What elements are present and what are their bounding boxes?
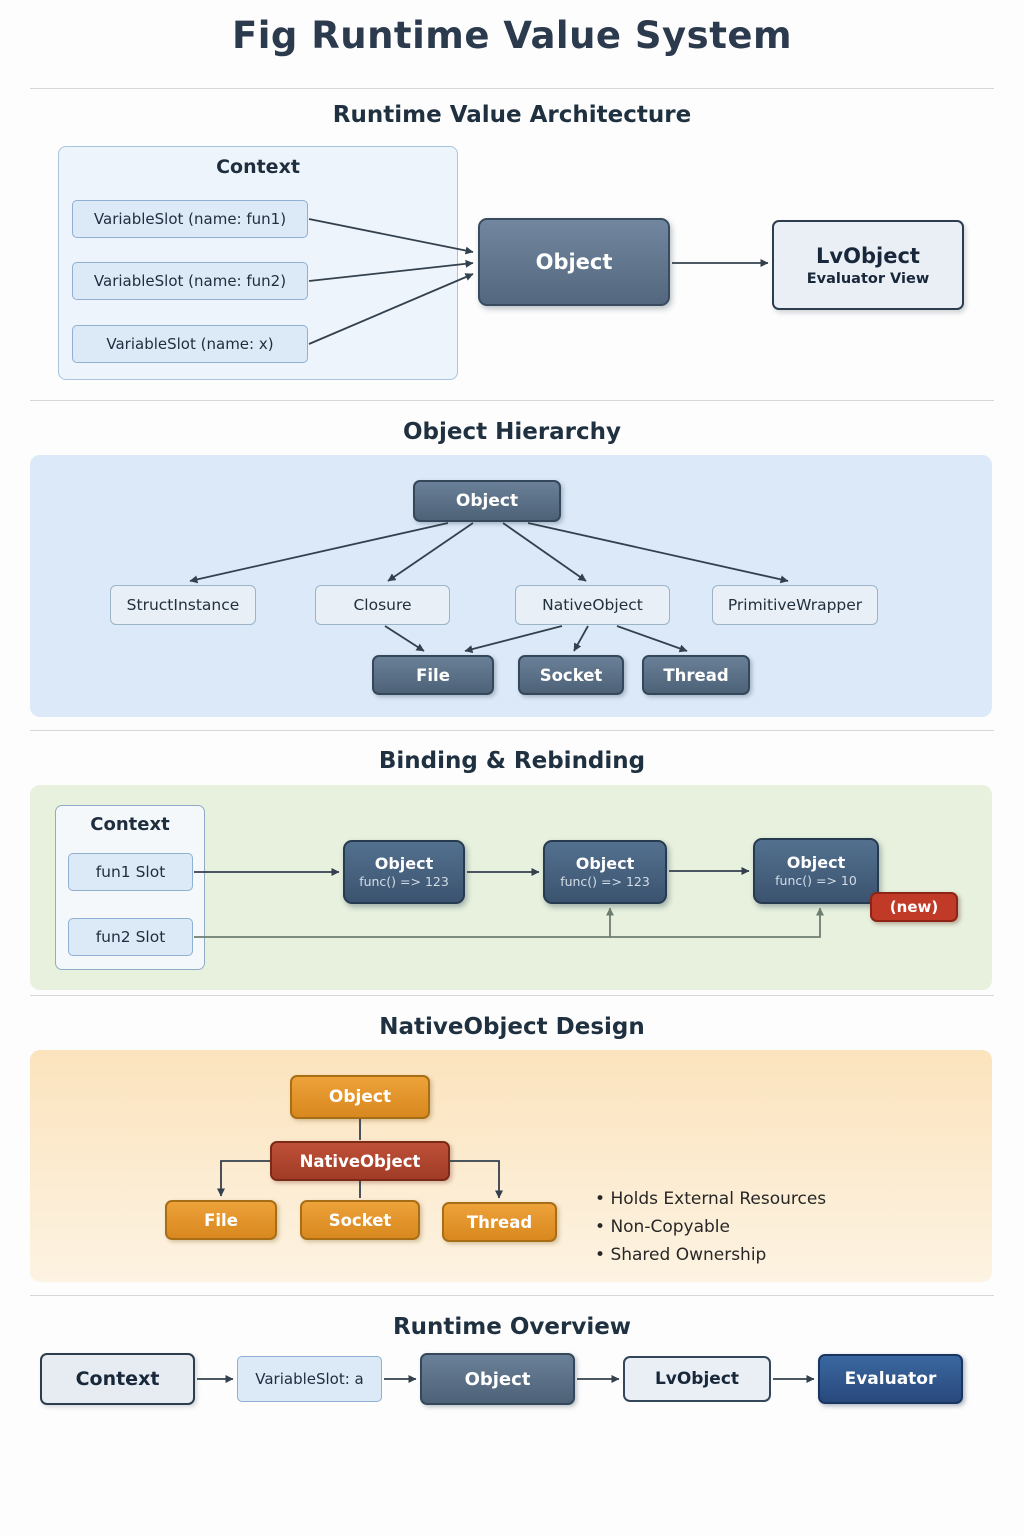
variableslot-x: VariableSlot (name: x) <box>72 325 308 363</box>
native-design-panel <box>30 1050 992 1282</box>
section-heading-native-design: NativeObject Design <box>379 1014 645 1040</box>
lvobject-sublabel: Evaluator View <box>806 270 930 287</box>
binding-object-3: Object func() => 10 <box>753 838 879 904</box>
binding-object-3-title: Object <box>786 853 846 872</box>
node-closure: Closure <box>315 585 450 625</box>
section-heading-overview: Runtime Overview <box>392 1314 632 1340</box>
binding-object-2: Object func() => 123 <box>543 840 667 904</box>
divider <box>30 400 994 401</box>
binding-object-1-title: Object <box>374 854 434 873</box>
bullet-item: Holds External Resources <box>595 1185 826 1213</box>
node-file: File <box>372 655 494 695</box>
binding-object-1: Object func() => 123 <box>343 840 465 904</box>
divider <box>30 730 994 731</box>
fun2-slot: fun2 Slot <box>68 918 193 956</box>
section-heading-architecture: Runtime Value Architecture <box>332 102 692 128</box>
design-thread-node: Thread <box>442 1202 557 1242</box>
binding-object-2-title: Object <box>575 854 635 873</box>
node-thread: Thread <box>642 655 750 695</box>
figure-title: Fig Runtime Value System <box>231 14 793 57</box>
node-structinstance: StructInstance <box>110 585 256 625</box>
object-node: Object <box>478 218 670 306</box>
overview-evaluator-node: Evaluator <box>818 1354 963 1404</box>
hierarchy-root-object: Object <box>413 480 561 522</box>
overview-object-node: Object <box>420 1353 575 1405</box>
binding-object-2-sub: func() => 123 <box>560 874 650 889</box>
lvobject-node: LvObject Evaluator View <box>772 220 964 310</box>
overview-variableslot-node: VariableSlot: a <box>237 1356 382 1402</box>
binding-object-3-sub: func() => 10 <box>775 873 857 888</box>
node-socket: Socket <box>518 655 624 695</box>
bullet-item: Non-Copyable <box>595 1213 826 1241</box>
divider <box>30 995 994 996</box>
design-nativeobject-node: NativeObject <box>270 1141 450 1181</box>
binding-object-1-sub: func() => 123 <box>359 874 449 889</box>
design-file-node: File <box>165 1200 277 1240</box>
new-badge: (new) <box>870 892 958 922</box>
variableslot-fun1: VariableSlot (name: fun1) <box>72 200 308 238</box>
fun1-slot: fun1 Slot <box>68 853 193 891</box>
divider <box>30 1295 994 1296</box>
section-heading-binding: Binding & Rebinding <box>378 748 646 774</box>
context-label: Context <box>216 156 300 178</box>
design-bullet-list: Holds External Resources Non-Copyable Sh… <box>595 1185 826 1269</box>
node-primitivewrapper: PrimitiveWrapper <box>712 585 878 625</box>
bullet-item: Shared Ownership <box>595 1241 826 1269</box>
variableslot-fun2: VariableSlot (name: fun2) <box>72 262 308 300</box>
node-nativeobject: NativeObject <box>515 585 670 625</box>
lvobject-label: LvObject <box>816 243 920 268</box>
design-socket-node: Socket <box>300 1200 420 1240</box>
divider <box>30 88 994 89</box>
overview-lvobject-node: LvObject <box>623 1356 771 1402</box>
overview-context-node: Context <box>40 1353 195 1405</box>
binding-context-label: Context <box>90 814 170 835</box>
section-heading-hierarchy: Object Hierarchy <box>402 419 622 445</box>
design-object-node: Object <box>290 1075 430 1119</box>
